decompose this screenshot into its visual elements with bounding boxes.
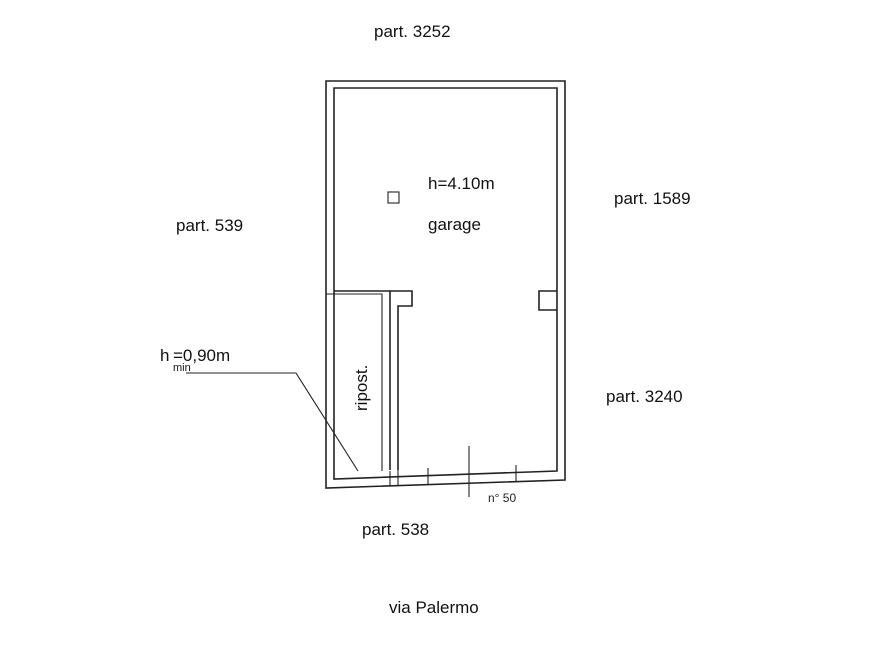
min-height-value: =0,90m [173,346,230,365]
parcel-west-label: part. 539 [176,216,243,235]
outer-wall [325,80,566,489]
threshold-marks [389,465,517,486]
parcel-south-label: part. 538 [362,520,429,539]
marker-square [387,191,400,204]
parcel-east-lower-label: part. 3240 [606,387,683,406]
min-height-subscript: min [173,362,191,374]
storage-name-label: ripost. [352,365,371,411]
garage-name-label: garage [428,215,481,234]
parcel-north-label: part. 3252 [374,22,451,41]
storage-partition [334,290,391,470]
civic-number-label: n° 50 [488,491,516,505]
garage-height-label: h=4.10m [428,174,495,193]
pilaster-right [538,290,557,311]
leader-line [186,372,359,472]
parcel-east-upper-label: part. 1589 [614,189,691,208]
min-height-prefix: h [160,346,169,365]
street-label: via Palermo [389,598,479,617]
inner-wall [333,87,558,480]
storage-inner-wall [326,293,383,471]
pilaster-left [390,290,413,470]
